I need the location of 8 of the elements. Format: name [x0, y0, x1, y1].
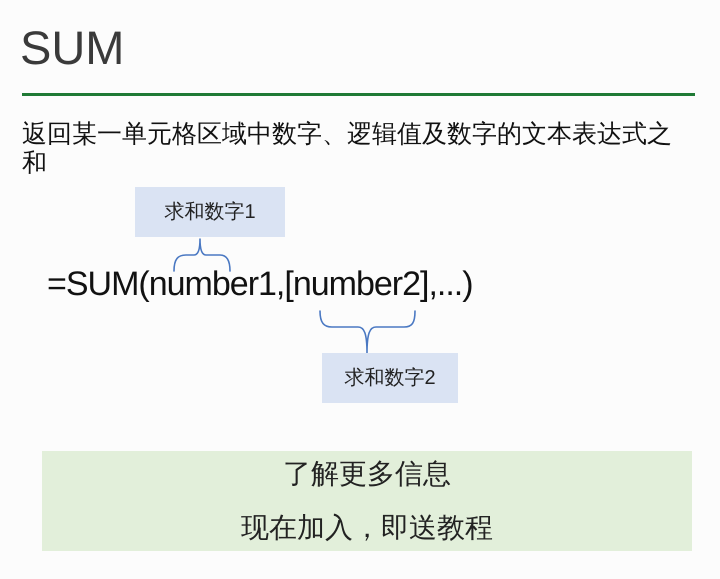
- callout-box: 求和数字2: [322, 353, 458, 403]
- banner-text: 了解更多信息: [283, 457, 451, 491]
- banner-text: 现在加入，即送教程: [241, 511, 493, 545]
- callout-box: 求和数字1: [135, 187, 285, 237]
- banner-box: [42, 451, 692, 551]
- formula-text: =SUM(number1,[number2],...): [47, 264, 473, 305]
- description-text: 返回某一单元格区域中数字、逻辑值及数字的文本表达式之和: [22, 120, 673, 178]
- title: SUM: [20, 20, 124, 76]
